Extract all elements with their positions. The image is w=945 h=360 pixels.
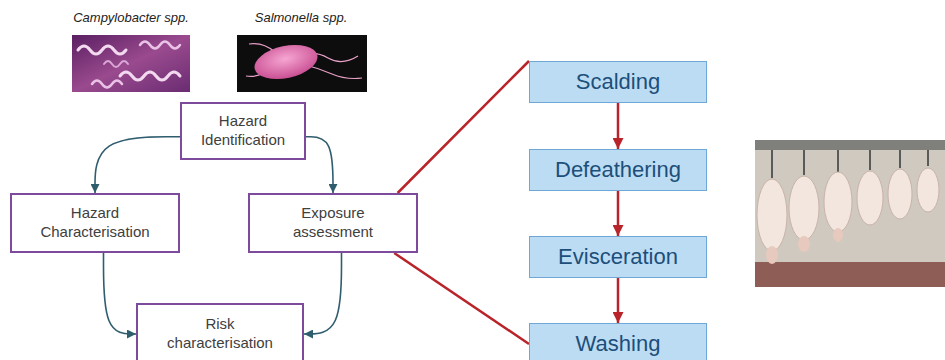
image-caption: Salmonella spp.: [226, 10, 376, 25]
salmonella-image: [237, 35, 367, 92]
flow-arrow: [95, 137, 180, 193]
box-label: Evisceration: [558, 244, 678, 270]
step-box: Scalding: [529, 61, 707, 103]
zoom-connector: [617, 191, 620, 236]
process-box: Exposure assessment: [248, 193, 418, 253]
process-box: Risk characterisation: [136, 303, 304, 360]
step-box: Washing: [529, 323, 707, 360]
step-box: Evisceration: [529, 236, 707, 278]
process-box: Hazard Characterisation: [10, 193, 180, 253]
box-label: Hazard Identification: [201, 112, 285, 150]
box-label: Risk characterisation: [158, 315, 282, 353]
flow-arrow: [104, 253, 137, 334]
process-box: Hazard Identification: [180, 102, 306, 160]
poultry-line-photo: [755, 140, 945, 287]
box-label: Defeathering: [555, 157, 681, 183]
campylobacter-image: [72, 35, 190, 92]
zoom-connector: [398, 61, 529, 193]
zoom-connector: [617, 278, 620, 323]
flow-arrow: [304, 253, 342, 334]
image-caption: Campylobacter spp.: [56, 10, 206, 25]
box-label: Exposure assessment: [270, 204, 396, 242]
zoom-connector: [617, 103, 620, 149]
flow-arrow: [306, 137, 333, 193]
box-label: Hazard Characterisation: [32, 204, 158, 242]
step-box: Defeathering: [529, 149, 707, 191]
box-label: Washing: [576, 331, 661, 357]
zoom-connector: [394, 253, 529, 344]
box-label: Scalding: [576, 69, 660, 95]
